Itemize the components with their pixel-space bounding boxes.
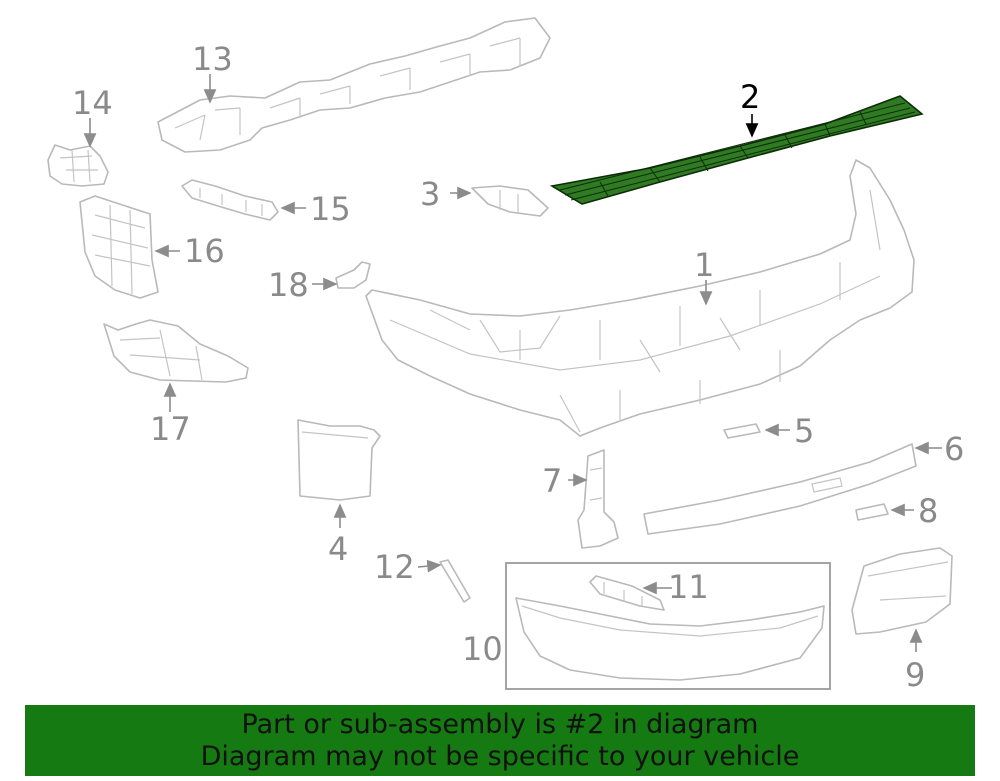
callout-13: 13	[192, 40, 233, 78]
callout-4: 4	[328, 530, 348, 568]
callout-9: 9	[905, 656, 925, 694]
part-13-bracket-rail	[157, 17, 551, 153]
part-12-clip	[439, 559, 471, 603]
callout-10: 10	[462, 630, 503, 668]
part-15-mount-bracket	[181, 179, 279, 221]
part-6-trim-strip	[643, 443, 917, 535]
callout-6: 6	[944, 430, 964, 468]
part-4-corner-cover	[297, 419, 381, 501]
banner-line-1: Part or sub-assembly is #2 in diagram	[241, 709, 759, 740]
part-8-pad	[855, 503, 889, 521]
part-17-lower-bracket	[103, 319, 249, 383]
banner-line-2: Diagram may not be specific to your vehi…	[200, 741, 800, 772]
callout-5: 5	[794, 412, 814, 450]
info-banner: Part or sub-assembly is #2 in diagram Di…	[25, 705, 975, 776]
part-16-side-bracket	[79, 195, 159, 299]
callout-11: 11	[668, 568, 709, 606]
callout-18: 18	[268, 266, 309, 304]
leader-lines	[83, 74, 942, 652]
part-18-clip	[335, 261, 371, 289]
part-10-assembly-box	[505, 562, 831, 690]
callout-8: 8	[918, 492, 938, 530]
callout-17: 17	[150, 410, 191, 448]
part-5-pad	[723, 423, 761, 439]
callout-7: 7	[542, 462, 562, 500]
part-9-corner-cover	[851, 547, 953, 635]
callout-14: 14	[72, 84, 113, 122]
callout-16: 16	[184, 232, 225, 270]
callout-2: 2	[740, 78, 760, 116]
part-11-bracket	[589, 575, 665, 611]
part-14-corner-bracket	[47, 144, 109, 187]
callout-12: 12	[374, 548, 415, 586]
part-2-step-pad-highlighted	[549, 95, 924, 205]
callout-1: 1	[694, 246, 714, 284]
part-3-bracket	[471, 185, 549, 217]
callout-3: 3	[420, 175, 440, 213]
callout-15: 15	[310, 190, 351, 228]
part-1-bumper-reinforcement	[365, 159, 915, 437]
part-7-vertical-bracket	[577, 449, 619, 549]
parts-diagram: 2 1 3 4 5 6 7 8 9 10 11 12 13 14 15 16 1…	[47, 17, 964, 694]
